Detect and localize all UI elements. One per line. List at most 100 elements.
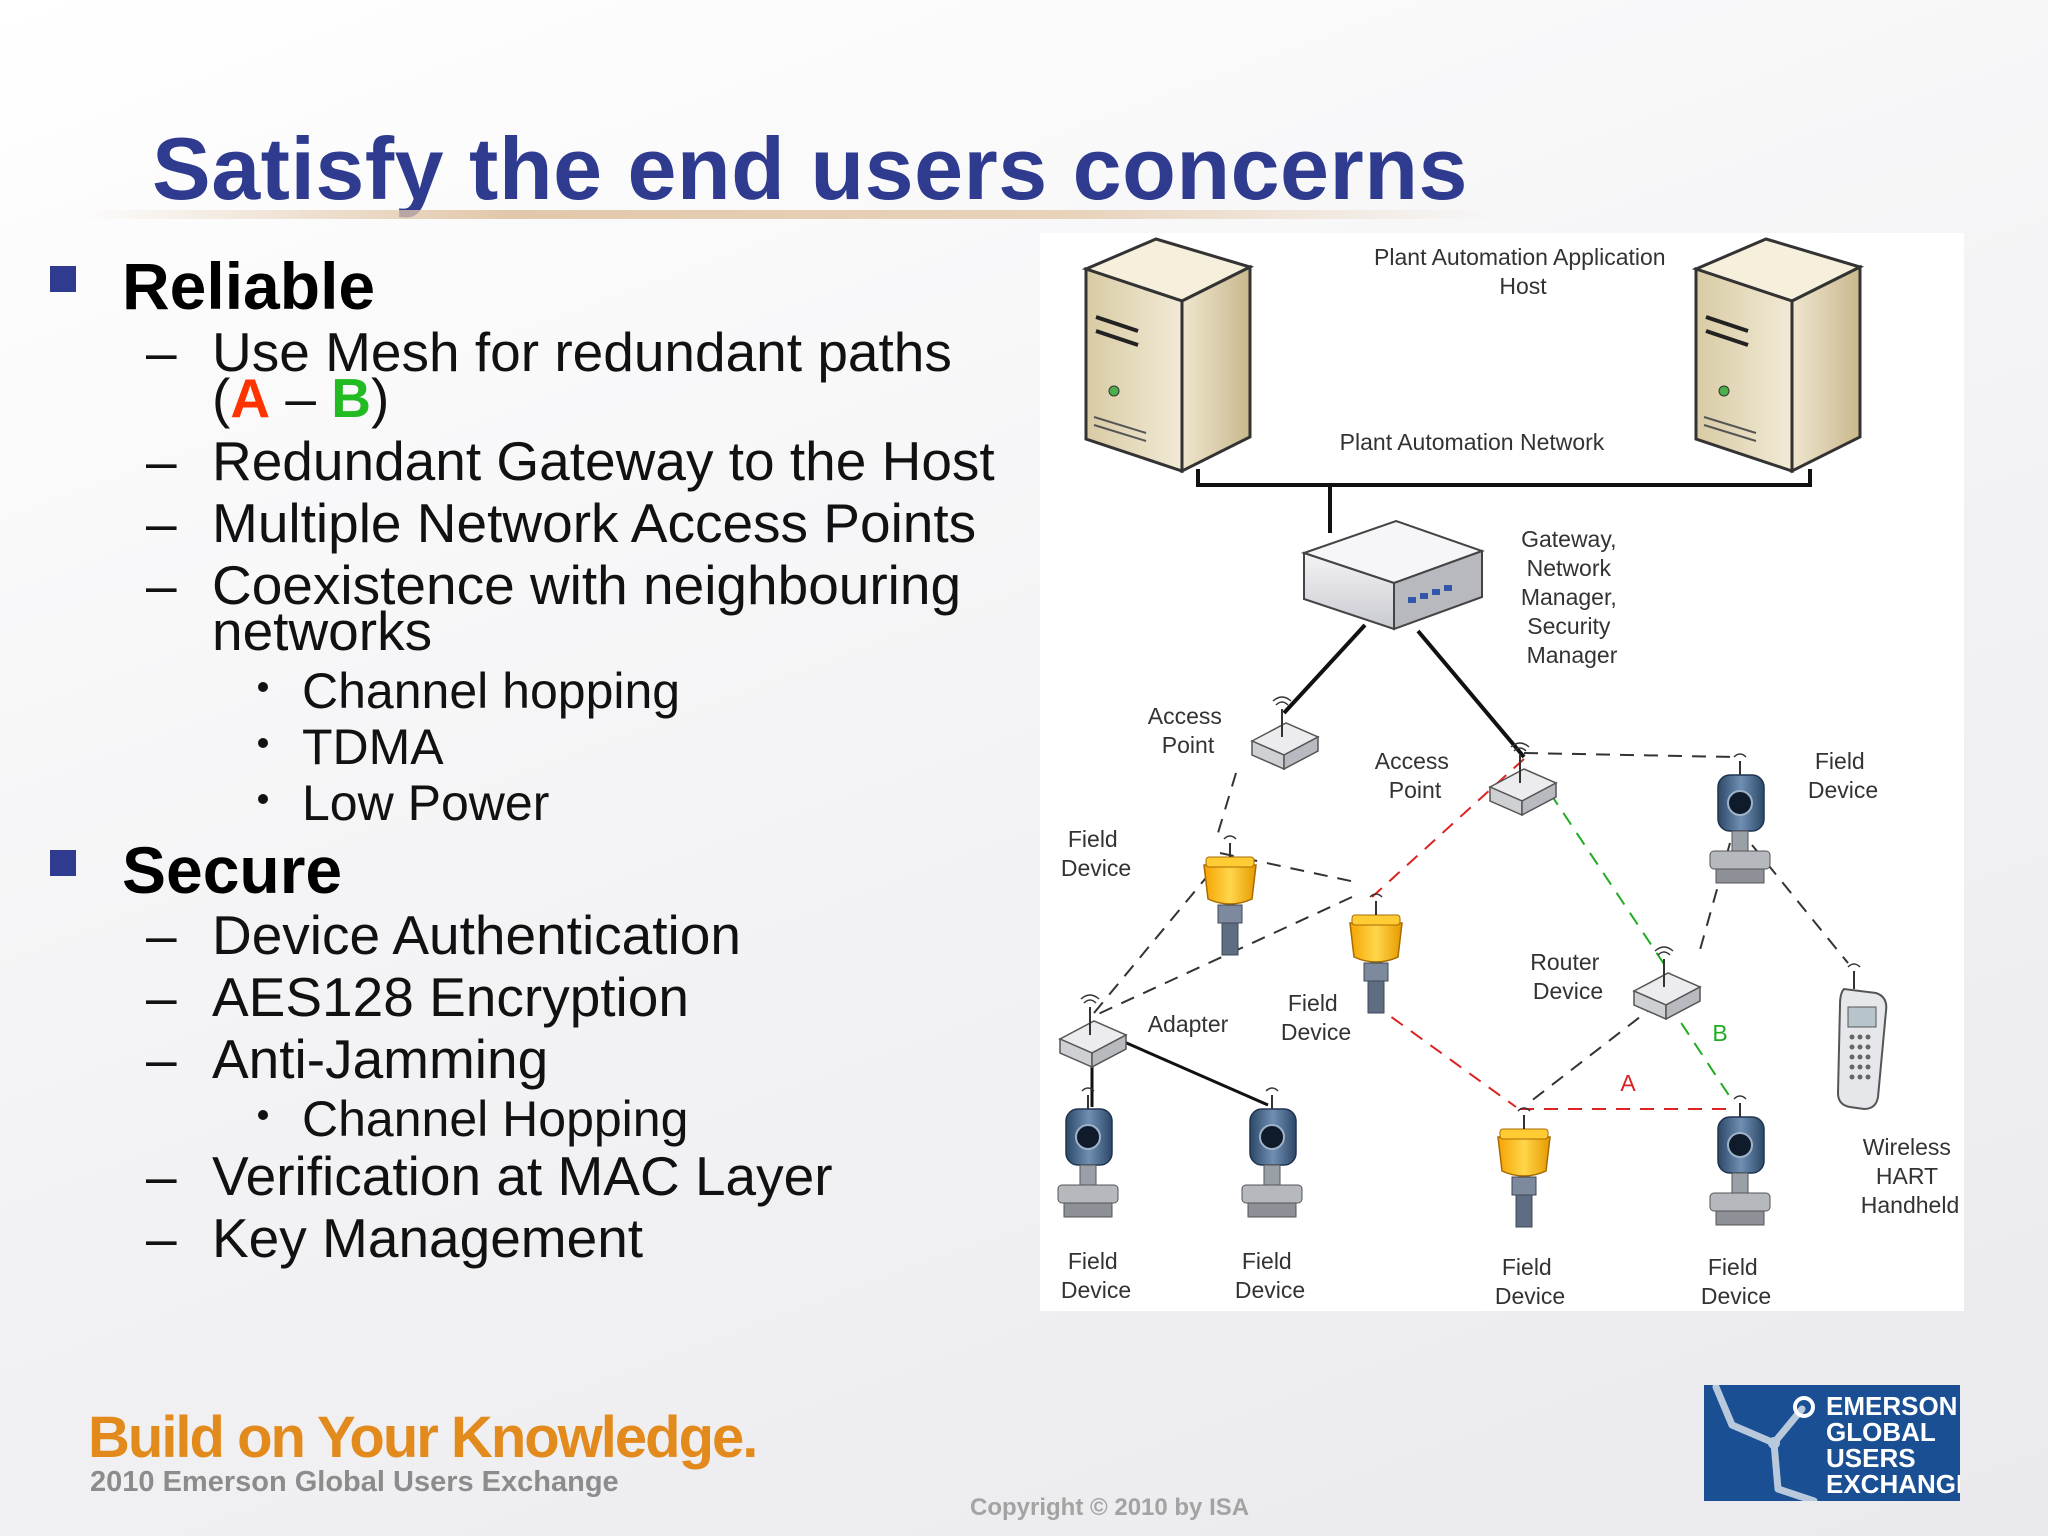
dot-bullet-icon [258, 1110, 268, 1120]
field-device-top-right-label: Field Device [1808, 748, 1878, 803]
dash-bullet-icon: – [146, 1145, 177, 1207]
item-device-auth: – Device Authentication [146, 908, 741, 963]
access-point-left-icon [1251, 696, 1319, 770]
plant-network-line [1196, 469, 1812, 487]
adapter-label: Adapter [1148, 1011, 1229, 1037]
item-text: Redundant Gateway to the Host [212, 430, 995, 492]
subitem-text: Low Power [302, 775, 550, 831]
dash-bullet-icon: – [146, 430, 177, 492]
subitem-tdma: TDMA [258, 718, 444, 776]
path-a-marker: A [1620, 1070, 1636, 1096]
bullet-reliable: Reliable [50, 248, 376, 324]
host-label: Plant Automation Application Host [1374, 244, 1672, 299]
item-mac-verification: – Verification at MAC Layer [146, 1149, 833, 1204]
gateway-icon [1300, 519, 1485, 631]
field-device-blue-3-icon [1709, 1095, 1771, 1226]
emerson-logo: EMERSON GLOBAL USERS EXCHANGE [1704, 1385, 1960, 1501]
bullet-list: Reliable – Use Mesh for redundant paths … [0, 0, 1040, 1400]
dash-bullet-icon: – [146, 321, 177, 383]
access-point-center-label: Access Point [1375, 748, 1456, 803]
router-device-icon [1633, 946, 1701, 1020]
subitem-low-power: Low Power [258, 774, 550, 832]
item-text: Multiple Network Access Points [212, 492, 977, 554]
network-graph-icon [1712, 1385, 1818, 1501]
item-access-points: – Multiple Network Access Points [146, 496, 976, 551]
paren-close: ) [370, 367, 390, 429]
path-b-label: B [331, 367, 371, 429]
network-diagram: Plant Automation Application Host Plant … [1040, 233, 1964, 1311]
access-point-left-label: Access Point [1148, 703, 1229, 758]
dash-bullet-icon: – [146, 904, 177, 966]
field-device-yellow-1-icon [1203, 835, 1257, 956]
logo-text: EMERSON GLOBAL USERS EXCHANGE [1826, 1393, 1960, 1497]
item-text: Verification at MAC Layer [212, 1145, 833, 1207]
subitem-channel-hopping: Channel hopping [258, 662, 681, 720]
subitem-text: TDMA [302, 719, 444, 775]
square-bullet-icon [50, 266, 76, 292]
logo-line: EMERSON [1826, 1391, 1958, 1421]
field-device-middle-label: Field Device [1281, 990, 1351, 1045]
item-key-management: – Key Management [146, 1211, 643, 1266]
subitem-channel-hopping-2: Channel Hopping [258, 1090, 689, 1148]
path-a-links [1371, 758, 1730, 1110]
path-separator: – [270, 367, 332, 429]
field-device-bottom-3-label: Field Device [1495, 1254, 1565, 1309]
field-device-bottom-2-label: Field Device [1235, 1248, 1305, 1303]
gateway-to-ap-left-line [1282, 623, 1367, 715]
item-coexistence: – Coexistence with neighbouring networks [146, 558, 961, 659]
dash-bullet-icon: – [146, 1207, 177, 1269]
item-text: Use Mesh for redundant paths [212, 321, 952, 383]
field-device-bottom-4-label: Field Device [1701, 1254, 1771, 1309]
footer-brand-subtitle: 2010 Emerson Global Users Exchange [90, 1466, 619, 1498]
paren-open: ( [212, 367, 231, 429]
square-bullet-icon [50, 850, 76, 876]
field-device-blue-1-icon [1057, 1087, 1119, 1218]
field-device-yellow-3-icon [1497, 1107, 1551, 1228]
wireless-handheld-icon [1836, 963, 1888, 1111]
item-text: Key Management [212, 1207, 644, 1269]
path-b-marker: B [1712, 1020, 1727, 1046]
section-heading: Secure [122, 833, 343, 907]
subitem-text: Channel hopping [302, 663, 681, 719]
slide-title: Satisfy the end users concerns [152, 119, 1468, 218]
field-device-bottom-1-label: Field Device [1061, 1248, 1131, 1303]
network-label: Plant Automation Network [1340, 429, 1605, 455]
item-text: AES128 Encryption [212, 966, 689, 1028]
title-underline [80, 210, 1500, 219]
router-label: Router Device [1530, 949, 1605, 1004]
field-device-left-label: Field Device [1061, 826, 1131, 881]
footer-brand: Build on Your Knowledge. [88, 1405, 758, 1470]
dot-bullet-icon [258, 682, 268, 692]
logo-line: EXCHANGE [1826, 1469, 1960, 1499]
dash-bullet-icon: – [146, 554, 177, 616]
item-text: Device Authentication [212, 904, 741, 966]
dash-bullet-icon: – [146, 492, 177, 554]
section-heading: Reliable [122, 249, 376, 323]
dash-bullet-icon: – [146, 966, 177, 1028]
item-text: Coexistence with neighbouring [212, 554, 962, 616]
subitem-text: Channel Hopping [302, 1091, 689, 1147]
logo-line: USERS [1826, 1443, 1916, 1473]
item-mesh: – Use Mesh for redundant paths (A – B) [146, 325, 952, 426]
logo-line: GLOBAL [1826, 1417, 1936, 1447]
item-anti-jamming: – Anti-Jamming [146, 1032, 548, 1087]
host-server-left-icon [1084, 237, 1252, 473]
dash-bullet-icon: – [146, 1028, 177, 1090]
footer-copyright: Copyright © 2010 by ISA [970, 1494, 1250, 1521]
gateway-label: Gateway, Network Manager, Security Manag… [1521, 526, 1623, 668]
mesh-links [1093, 752, 1849, 1106]
field-device-blue-2-icon [1241, 1087, 1303, 1218]
item-text-cont: networks [212, 600, 433, 662]
dot-bullet-icon [258, 794, 268, 804]
handheld-label: Wireless HART Handheld [1861, 1134, 1959, 1218]
dot-bullet-icon [258, 738, 268, 748]
path-a-label: A [230, 367, 271, 429]
adapter-icon [1059, 994, 1127, 1068]
field-device-blue-top-icon [1709, 753, 1771, 884]
gateway-to-ap-center-line [1416, 629, 1526, 759]
host-server-right-icon [1694, 237, 1862, 473]
field-device-yellow-2-icon [1349, 893, 1403, 1014]
item-redundant-gateway: – Redundant Gateway to the Host [146, 434, 995, 489]
bullet-secure: Secure [50, 832, 343, 908]
adapter-wire-2 [1121, 1039, 1269, 1107]
